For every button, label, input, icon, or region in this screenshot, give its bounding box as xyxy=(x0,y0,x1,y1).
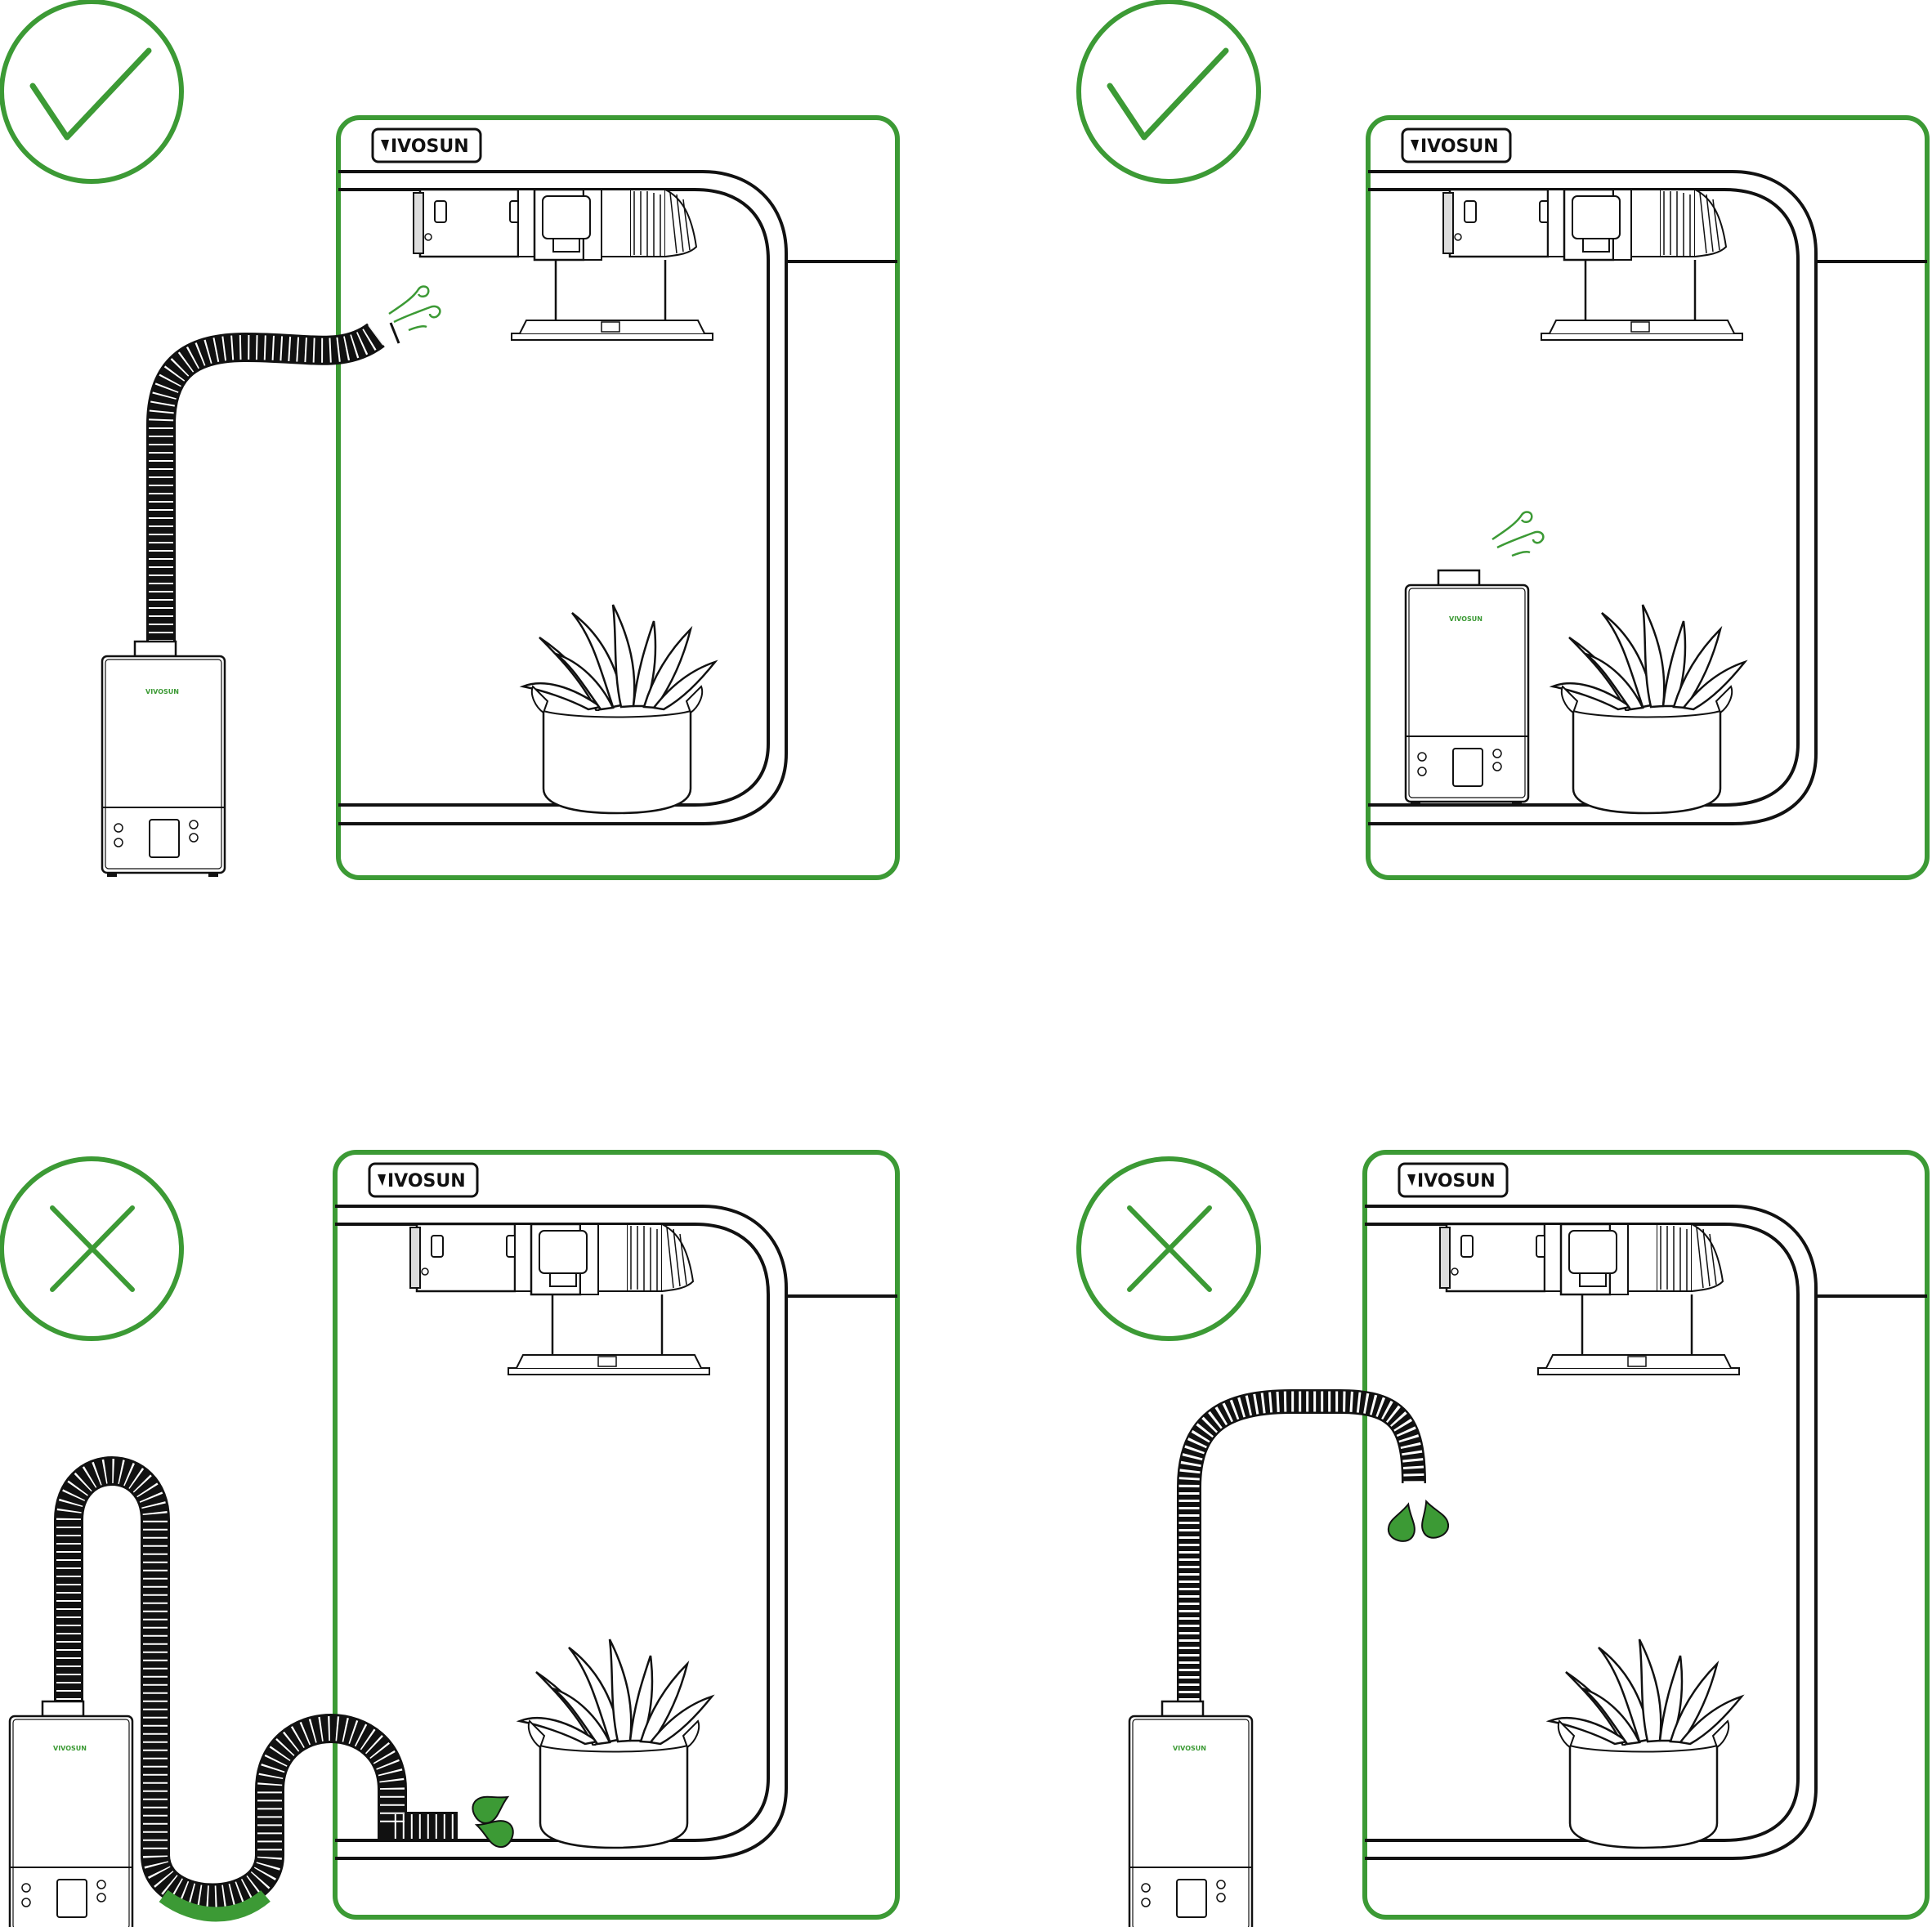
inline-fan xyxy=(409,1223,711,1376)
verdict-badge-incorrect xyxy=(0,1156,184,1341)
cross-icon xyxy=(1127,1205,1212,1292)
checkmark-icon xyxy=(29,47,152,141)
inline-fan xyxy=(412,188,714,342)
potted-plant xyxy=(1548,1638,1743,1849)
inline-fan xyxy=(1438,1223,1741,1376)
humidifier xyxy=(101,640,226,879)
humidifier-brand: VIVOSUN xyxy=(1449,615,1483,623)
humidifier-hose xyxy=(1177,1389,1426,1708)
inline-fan xyxy=(1442,188,1744,342)
panel-top-right: VIVOSUN xyxy=(1076,0,1930,880)
vivosun-logo xyxy=(1398,1162,1509,1198)
mist-icon xyxy=(387,285,441,332)
humidifier-brand: VIVOSUN xyxy=(145,688,179,695)
cross-icon xyxy=(50,1205,135,1292)
humidifier xyxy=(1404,569,1530,807)
verdict-badge-incorrect xyxy=(1076,1156,1261,1341)
potted-plant xyxy=(521,603,717,815)
water-drop-icon xyxy=(1384,1500,1422,1545)
panel-top-left: VIVOSUN xyxy=(0,0,900,880)
vivosun-logo xyxy=(1401,127,1512,163)
panel-frame xyxy=(336,115,900,880)
humidifier xyxy=(1128,1700,1254,1927)
humidifier-hose xyxy=(146,323,385,650)
water-drop-icon xyxy=(467,1785,516,1828)
panel-bottom-right: VIVOSUN xyxy=(1076,1150,1930,1927)
grow-tent xyxy=(338,170,788,825)
grow-tent xyxy=(335,1205,788,1860)
verdict-badge-correct xyxy=(0,0,184,184)
humidifier xyxy=(8,1700,134,1927)
panel-frame xyxy=(1366,115,1930,880)
vivosun-logo xyxy=(368,1162,479,1198)
checkmark-icon xyxy=(1107,47,1229,141)
potted-plant xyxy=(518,1638,713,1849)
water-drop-icon xyxy=(1413,1496,1452,1542)
panel-frame xyxy=(333,1150,900,1920)
panel-frame xyxy=(1362,1150,1930,1920)
humidifier-brand: VIVOSUN xyxy=(53,1745,87,1752)
grow-tent xyxy=(1368,170,1818,825)
humidifier-brand: VIVOSUN xyxy=(1173,1745,1206,1752)
grow-tent xyxy=(1365,1205,1818,1860)
verdict-badge-correct xyxy=(1076,0,1261,184)
panel-bottom-left: VIVOSUN xyxy=(0,1150,900,1927)
potted-plant xyxy=(1551,603,1746,815)
mist-icon xyxy=(1491,511,1545,557)
vivosun-logo xyxy=(371,127,482,163)
